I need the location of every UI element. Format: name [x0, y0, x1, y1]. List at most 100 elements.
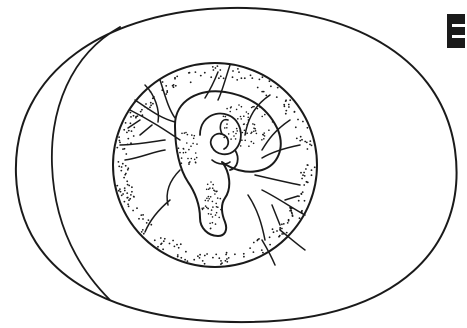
stipple-dot	[195, 152, 197, 154]
stipple-dot	[124, 148, 126, 150]
stipple-dot	[142, 114, 144, 116]
stipple-dot	[220, 133, 222, 135]
stipple-dot	[234, 253, 236, 255]
stipple-dot	[160, 243, 162, 245]
stipple-dot	[142, 214, 144, 216]
stipple-dot	[188, 149, 190, 151]
stipple-dot	[128, 206, 130, 208]
stipple-dot	[261, 139, 263, 141]
stipple-dot	[250, 133, 252, 135]
stipple-dot	[236, 79, 238, 81]
stipple-dot	[236, 128, 238, 130]
stipple-dot	[281, 233, 283, 235]
stipple-dot	[309, 144, 311, 146]
stipple-dot	[248, 119, 250, 121]
stipple-dot	[178, 147, 180, 149]
stipple-dot	[181, 162, 183, 164]
stipple-dot	[150, 224, 152, 226]
stipple-dot	[122, 148, 124, 150]
stipple-dot	[183, 152, 185, 154]
stipple-dot	[304, 175, 306, 177]
stipple-dot	[285, 110, 287, 112]
stipple-dot	[236, 130, 238, 132]
stipple-dot	[244, 140, 246, 142]
stipple-dot	[120, 170, 122, 172]
stipple-dot	[127, 144, 129, 146]
stipple-dot	[250, 74, 252, 76]
stipple-dot	[272, 121, 274, 123]
stipple-dot	[204, 72, 206, 74]
stipple-dot	[226, 108, 228, 110]
stipple-dot	[204, 255, 206, 257]
stipple-dot	[126, 132, 128, 134]
stipple-dot	[130, 194, 132, 196]
stipple-dot	[210, 213, 212, 215]
stipple-dot	[273, 231, 275, 233]
stipple-dot	[173, 86, 175, 88]
stipple-dot	[219, 69, 221, 71]
stipple-dot	[300, 172, 302, 174]
stipple-dot	[127, 138, 129, 140]
stipple-dot	[243, 256, 245, 258]
stipple-dot	[233, 135, 235, 137]
stipple-dot	[132, 210, 134, 212]
stipple-dot	[233, 131, 235, 133]
stipple-dot	[220, 75, 222, 77]
stipple-dot	[150, 104, 152, 106]
stipple-dot	[281, 228, 283, 230]
stipple-dot	[125, 165, 127, 167]
stipple-dot	[262, 76, 264, 78]
stipple-dot	[220, 263, 222, 265]
stipple-dot	[306, 164, 308, 166]
stipple-dot	[190, 81, 192, 83]
stipple-dot	[257, 87, 259, 89]
stipple-dot	[116, 185, 118, 187]
stipple-dot	[301, 139, 303, 141]
stipple-dot	[129, 198, 131, 200]
stipple-dot	[135, 116, 137, 118]
stipple-dot	[208, 198, 210, 200]
stipple-dot	[174, 77, 176, 79]
stipple-dot	[208, 196, 210, 198]
stipple-dot	[245, 133, 247, 135]
stipple-dot	[118, 166, 120, 168]
stipple-dot	[194, 135, 196, 137]
stipple-dot	[238, 104, 240, 106]
stipple-dot	[237, 118, 239, 120]
stipple-dot	[120, 191, 122, 193]
stipple-dot	[133, 127, 135, 129]
stipple-dot	[150, 91, 152, 93]
stipple-dot	[248, 113, 250, 115]
stipple-dot	[253, 131, 255, 133]
partial-letter-fragment	[447, 14, 465, 48]
stipple-dot	[263, 138, 265, 140]
stipple-dot	[272, 228, 274, 230]
stipple-dot	[124, 187, 126, 189]
stipple-dot	[252, 123, 254, 125]
stipple-dot	[235, 133, 237, 135]
stipple-dot	[128, 130, 130, 132]
stipple-dot	[212, 201, 214, 203]
stipple-dot	[195, 71, 197, 73]
stipple-dot	[265, 95, 267, 97]
stipple-dot	[254, 124, 256, 126]
stipple-dot	[301, 210, 303, 212]
stipple-dot	[283, 233, 285, 235]
stipple-dot	[288, 106, 290, 108]
stipple-dot	[253, 242, 255, 244]
stipple-dot	[235, 138, 237, 140]
stipple-dot	[118, 161, 120, 163]
stipple-dot	[118, 136, 120, 138]
stipple-dot	[243, 124, 245, 126]
stipple-dot	[211, 209, 213, 211]
stipple-dot	[164, 238, 166, 240]
stipple-dot	[296, 138, 298, 140]
stipple-dot	[248, 145, 250, 147]
stipple-dot	[207, 200, 209, 202]
stipple-dot	[285, 113, 287, 115]
stipple-dot	[311, 145, 313, 147]
stipple-dot	[269, 80, 271, 82]
stipple-dot	[237, 68, 239, 70]
stipple-dot	[241, 77, 243, 79]
